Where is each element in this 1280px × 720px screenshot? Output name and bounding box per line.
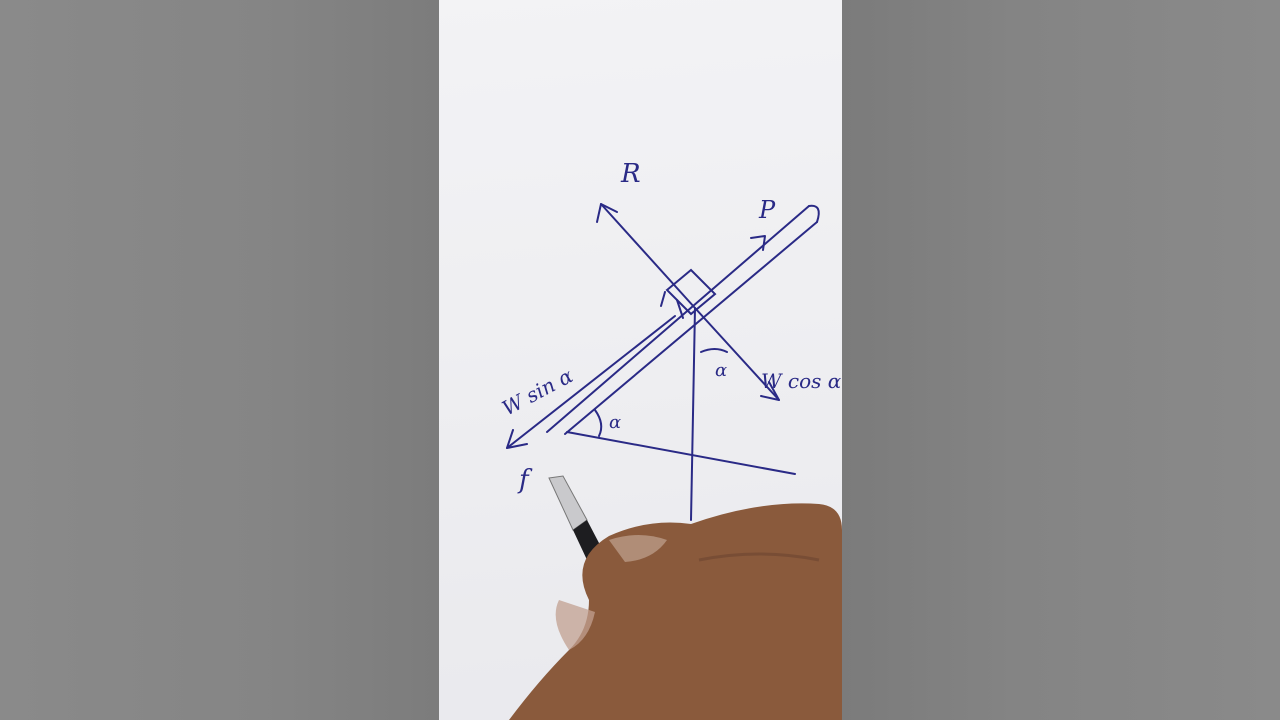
base-line bbox=[566, 431, 796, 475]
force-arrows bbox=[506, 203, 796, 521]
inclined-plane bbox=[546, 204, 820, 435]
wcos-arrow-head bbox=[760, 381, 780, 401]
wcos-arrow-shaft bbox=[694, 307, 780, 401]
effort-arrow-head bbox=[750, 235, 766, 251]
thumbnail bbox=[609, 535, 667, 562]
block bbox=[665, 268, 717, 316]
angle-arc-top bbox=[700, 348, 728, 353]
wsin-arrow-head bbox=[506, 429, 528, 449]
paper-photo: R P W cos α W sin α α α f bbox=[439, 0, 842, 720]
angle-arc-base bbox=[594, 409, 603, 437]
block-outline bbox=[665, 268, 717, 316]
fingertip bbox=[555, 600, 595, 650]
hand bbox=[509, 503, 842, 720]
label-angle-base: α bbox=[609, 412, 621, 433]
tick-mark-1 bbox=[676, 299, 684, 319]
blurred-left-background bbox=[0, 0, 439, 720]
tick-mark-2 bbox=[660, 291, 666, 307]
knuckle-crease bbox=[698, 552, 820, 562]
weight-arrow-shaft bbox=[690, 307, 696, 521]
wsin-arrow-shaft bbox=[506, 315, 676, 449]
label-wcos: W cos α bbox=[761, 369, 842, 393]
incline-end-cap bbox=[808, 204, 820, 223]
reaction-arrow-head bbox=[596, 203, 618, 223]
incline-bottom-line bbox=[564, 221, 818, 435]
incline-top-line bbox=[546, 205, 810, 433]
label-reaction: R bbox=[620, 159, 641, 189]
blurred-right-background bbox=[842, 0, 1280, 720]
hand-drawn-diagram: R P W cos α W sin α α α f bbox=[439, 0, 842, 720]
hand-holding-pen bbox=[509, 475, 842, 720]
label-effort: P bbox=[758, 196, 776, 224]
reaction-arrow-shaft bbox=[600, 203, 696, 309]
label-angle-top: α bbox=[715, 360, 727, 381]
